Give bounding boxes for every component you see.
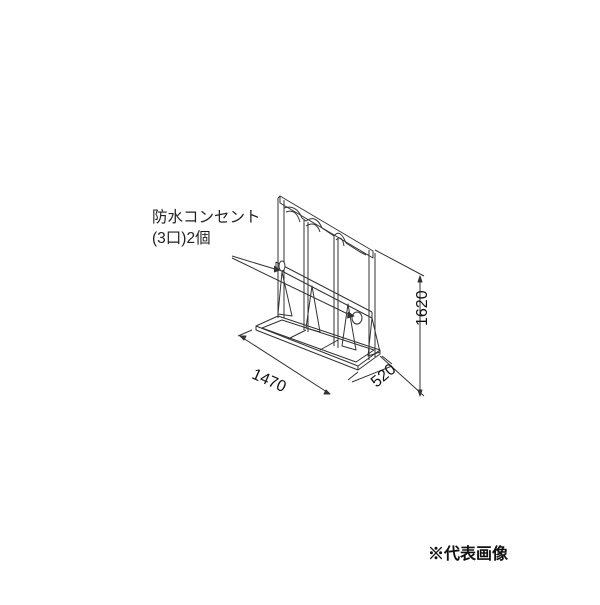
callout-line-1: 防水コンセント	[152, 209, 261, 226]
outlet-callout: 防水コンセント (3口)2個	[152, 207, 261, 249]
representative-image-note: ※代表画像	[428, 546, 509, 563]
height-dimension-label: 1620	[414, 290, 431, 326]
callout-line-2: (3口)2個	[152, 230, 211, 247]
